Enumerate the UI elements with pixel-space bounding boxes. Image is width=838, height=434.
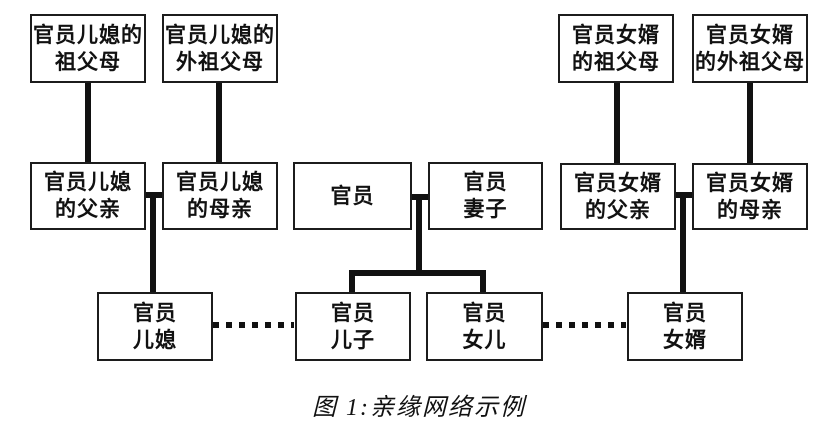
node-label-line: 官员儿媳 bbox=[44, 171, 132, 194]
node-label-line: 官员儿媳的 bbox=[33, 23, 143, 47]
node-label-line: 妻子 bbox=[463, 198, 508, 221]
node-daughter-in-law: 官员 儿媳 bbox=[97, 292, 213, 361]
node-label-line: 的母亲 bbox=[187, 198, 253, 221]
node-label-line: 官员 bbox=[133, 301, 177, 325]
node-label-line: 官员 bbox=[330, 184, 375, 208]
node-label-line: 儿子 bbox=[331, 328, 375, 352]
edge-sil-mat-grandparents-to-sil-mother bbox=[747, 78, 753, 167]
node-sil-father: 官员女婿 的父亲 bbox=[560, 163, 676, 230]
edge-children-tbar bbox=[349, 270, 486, 276]
edge-dil-mat-grandparents-to-dil-mother bbox=[216, 78, 222, 166]
node-label-line: 官员女婿 bbox=[706, 23, 794, 47]
node-label-line: 的母亲 bbox=[717, 198, 783, 222]
node-label-line: 官员 bbox=[663, 301, 707, 325]
edge-dil-pat-grandparents-to-dil-father bbox=[85, 78, 91, 166]
node-label-line: 女婿 bbox=[663, 328, 707, 352]
figure-caption: 图 1:亲缘网络示例 bbox=[312, 395, 526, 421]
node-label-line: 官员女婿 bbox=[706, 171, 794, 195]
edge-official-couple-descender bbox=[416, 194, 422, 276]
edge-tbar-to-son bbox=[349, 270, 355, 296]
node-dil-maternal-grandparents: 官员儿媳的 外祖父母 bbox=[162, 14, 278, 83]
node-daughter: 官员 女儿 bbox=[426, 292, 543, 361]
node-label-line: 祖父母 bbox=[55, 50, 121, 74]
node-label-line: 的祖父母 bbox=[572, 50, 660, 74]
node-label-line: 官员女婿 bbox=[572, 23, 660, 47]
edge-dil-parents-to-daughter-in-law bbox=[150, 192, 156, 296]
node-official-wife: 官员 妻子 bbox=[428, 162, 543, 230]
node-label-line: 官员 bbox=[331, 301, 375, 325]
node-label-line: 官员儿媳的 bbox=[165, 23, 275, 47]
node-label-line: 儿媳 bbox=[133, 328, 177, 352]
node-sil-mother: 官员女婿 的母亲 bbox=[692, 163, 808, 230]
node-label-line: 的父亲 bbox=[55, 198, 121, 221]
node-label-line: 女儿 bbox=[462, 328, 507, 352]
node-label-line: 的父亲 bbox=[585, 198, 651, 222]
edge-sil-pat-grandparents-to-sil-father bbox=[614, 78, 620, 167]
node-son: 官员 儿子 bbox=[295, 292, 411, 361]
node-label-line: 官员女婿 bbox=[574, 171, 662, 195]
node-dil-mother: 官员儿媳 的母亲 bbox=[162, 162, 278, 230]
node-official: 官员 bbox=[293, 162, 412, 230]
node-label-line: 官员 bbox=[462, 301, 507, 325]
node-label-line: 外祖父母 bbox=[176, 50, 264, 74]
node-label-line: 官员儿媳 bbox=[176, 171, 264, 194]
node-son-in-law: 官员 女婿 bbox=[627, 292, 743, 361]
node-label-line: 的外祖父母 bbox=[695, 50, 805, 74]
node-dil-paternal-grandparents: 官员儿媳的 祖父母 bbox=[30, 14, 146, 83]
edge-dotted-daughter-son-in-law bbox=[543, 322, 626, 328]
node-sil-paternal-grandparents: 官员女婿 的祖父母 bbox=[558, 14, 674, 83]
edge-sil-parents-to-son-in-law bbox=[680, 192, 686, 296]
node-dil-father: 官员儿媳 的父亲 bbox=[30, 162, 146, 230]
node-sil-maternal-grandparents: 官员女婿 的外祖父母 bbox=[692, 14, 808, 83]
node-label-line: 官员 bbox=[463, 171, 508, 194]
edge-tbar-to-daughter bbox=[480, 270, 486, 296]
edge-dotted-daughter-in-law-son bbox=[213, 322, 294, 328]
